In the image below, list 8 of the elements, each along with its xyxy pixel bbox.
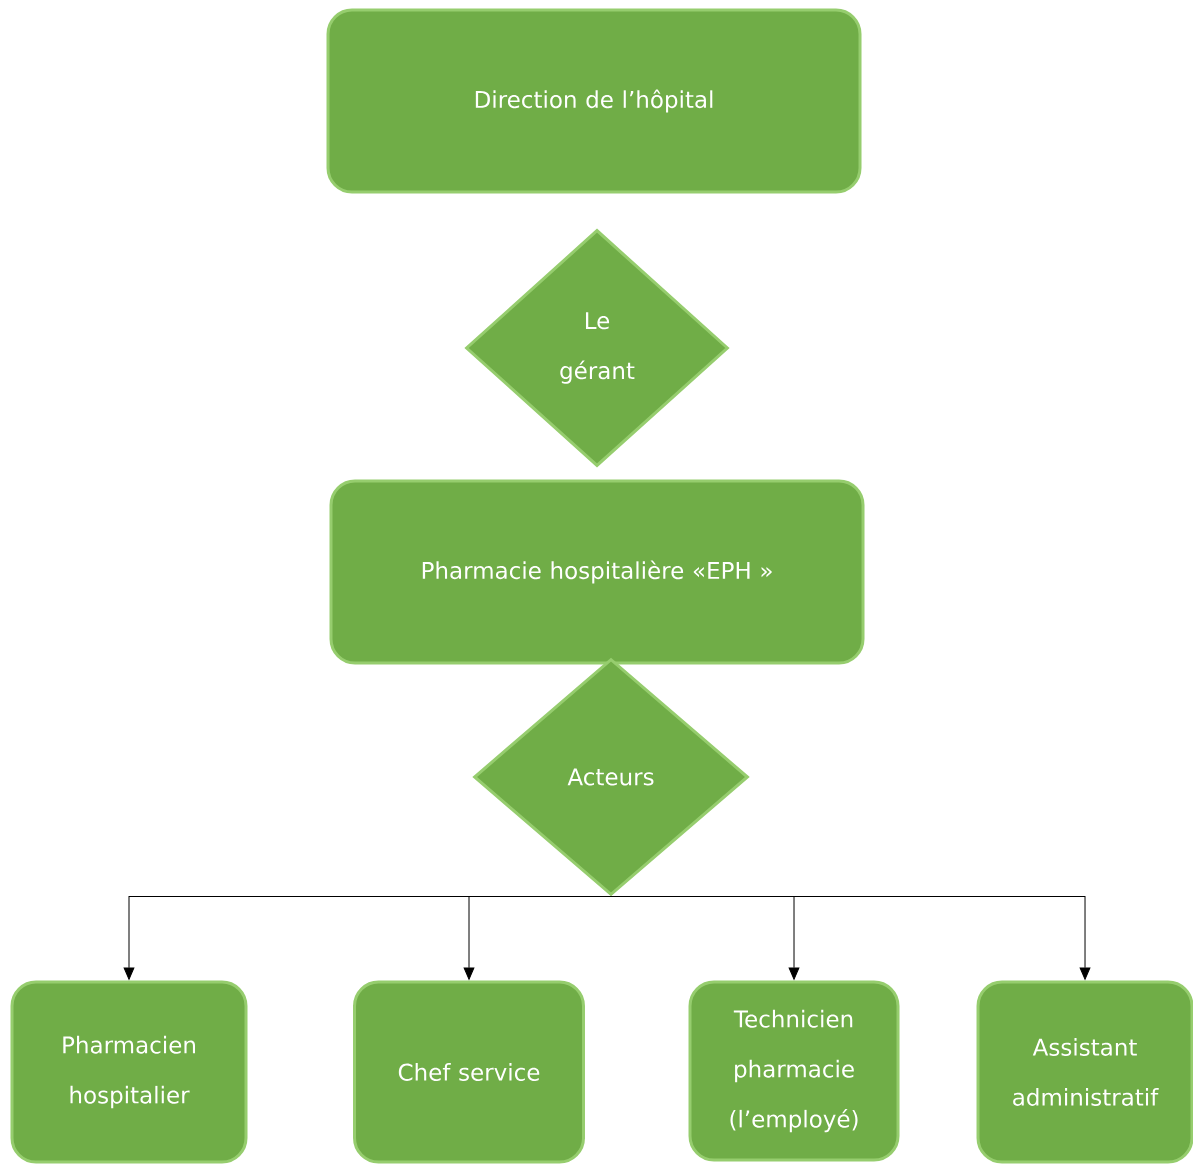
arrow [463, 896, 612, 980]
process-box: Pharmacien hospitalier [10, 980, 248, 1164]
process-box: Assistant administratif [976, 980, 1193, 1164]
arrow [610, 896, 1091, 980]
process-box: Pharmacie hospitalière «EPH » [329, 479, 865, 665]
process-box: Chef service [353, 980, 585, 1164]
process-box: Technicien pharmacie (l’employé) [688, 980, 900, 1162]
process-box: Direction de l’hôpital [326, 8, 862, 194]
